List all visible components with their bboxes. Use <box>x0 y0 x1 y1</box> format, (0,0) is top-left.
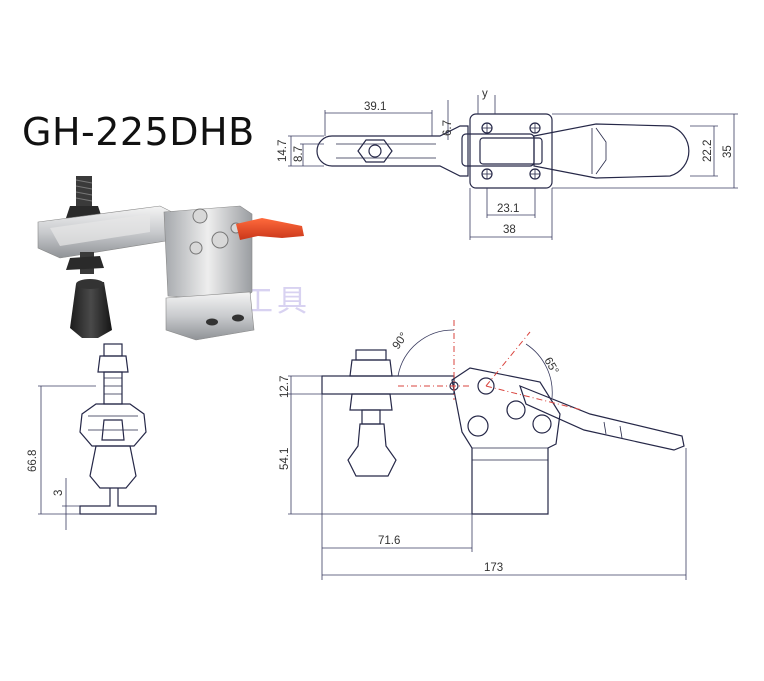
dim-front-height: 66.8 <box>27 450 39 472</box>
top-view: 39.1 y 6.7 14.7 8.7 22.2 35 23.1 38 <box>277 88 738 240</box>
dim-base-hole: 23.1 <box>497 203 519 215</box>
dim-left-inner: 8.7 <box>293 146 305 162</box>
dim-top-small: 6.7 <box>442 120 454 136</box>
dim-angle-open: 90° <box>391 331 411 352</box>
dim-right-inner: 22.2 <box>702 140 714 162</box>
dim-side-upper: 12.7 <box>279 376 291 398</box>
dim-angle-handle: 65° <box>541 356 560 377</box>
dim-front-base: 3 <box>53 490 65 496</box>
dim-reach: 71.6 <box>378 535 400 547</box>
dim-top-width: 39.1 <box>364 101 386 113</box>
dim-top-offset: y <box>482 88 488 100</box>
side-view: 90° 65° 12.7 54.1 71.6 173 <box>279 320 687 580</box>
dim-base-width: 38 <box>503 224 516 236</box>
dim-left-height: 14.7 <box>277 140 289 162</box>
front-view: 66.8 3 <box>27 343 157 530</box>
product-title: GH-225DHB <box>22 110 255 154</box>
dim-right-outer: 35 <box>722 145 734 158</box>
dim-total-length: 173 <box>484 562 503 574</box>
product-photo <box>37 176 304 341</box>
dim-side-lower: 54.1 <box>279 448 291 470</box>
